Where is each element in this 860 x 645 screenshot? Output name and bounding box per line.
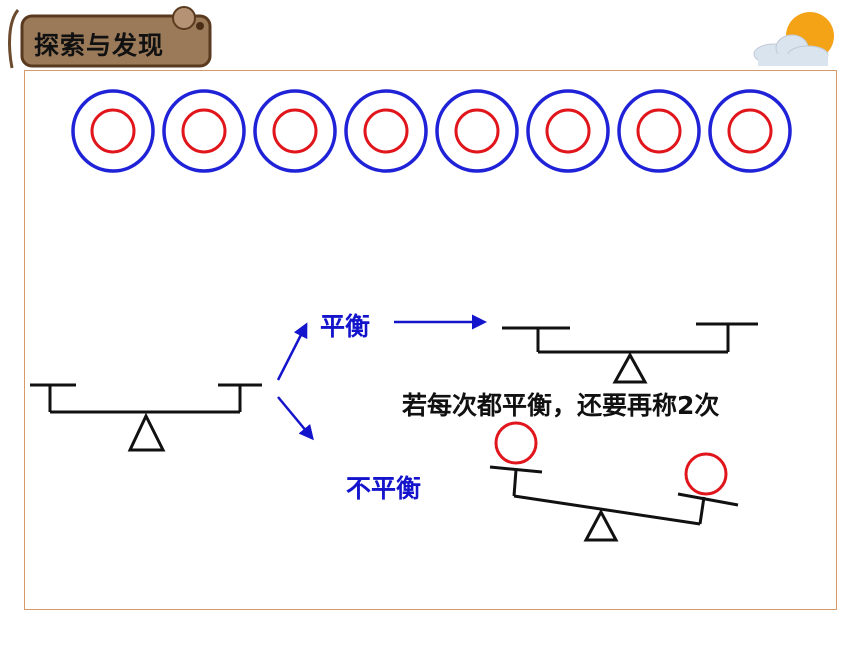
content-frame (24, 70, 837, 610)
coin-outer-ring (253, 89, 337, 173)
arrow-to-balanced (276, 322, 308, 381)
mouse-ear-icon (172, 6, 196, 30)
coin-outer-ring (617, 89, 701, 173)
badge-box (20, 14, 212, 68)
coin-outer-ring (435, 89, 519, 173)
coin-inner-ring (272, 108, 318, 154)
note-text: 若每次都平衡，还要再称2次 (402, 391, 720, 420)
balance-scale-balanced (502, 322, 758, 384)
page-title: 探索与发现 (34, 31, 165, 60)
cloud-icon (753, 34, 829, 66)
balance-scale-unbalanced (489, 465, 739, 542)
coin-row (71, 89, 792, 173)
label-unbalanced: 不平衡 (346, 474, 422, 503)
mouse-badge-graphic (8, 6, 212, 69)
coin-inner-ring (181, 108, 227, 154)
coin-inner-ring (727, 108, 773, 154)
coin-8 (708, 89, 792, 173)
mouse-eye-icon (196, 22, 204, 30)
coin-outer-ring (708, 89, 792, 173)
coin-2 (162, 89, 246, 173)
coin-left-pan (494, 421, 538, 465)
coin-inner-ring (636, 108, 682, 154)
coin-outer-ring (71, 89, 155, 173)
unbalanced-pan-coins (494, 421, 728, 496)
sun-cloud-icon (753, 12, 834, 66)
coin-outer-ring (526, 89, 610, 173)
coin-1 (71, 89, 155, 173)
coin-inner-ring (363, 108, 409, 154)
label-balanced: 平衡 (320, 312, 371, 341)
coin-inner-ring (454, 108, 500, 154)
coin-5 (435, 89, 519, 173)
coin-3 (253, 89, 337, 173)
coin-inner-ring (90, 108, 136, 154)
coin-inner-ring (545, 108, 591, 154)
section-badge: 探索与发现 (4, 2, 214, 70)
arrow-to-unbalanced (277, 396, 314, 441)
balance-scale-start (30, 383, 262, 452)
coin-7 (617, 89, 701, 173)
tail-curve (8, 9, 20, 69)
coin-4 (344, 89, 428, 173)
coin-outer-ring (162, 89, 246, 173)
coin-outer-ring (344, 89, 428, 173)
coin-6 (526, 89, 610, 173)
coin-right-pan (684, 452, 728, 496)
